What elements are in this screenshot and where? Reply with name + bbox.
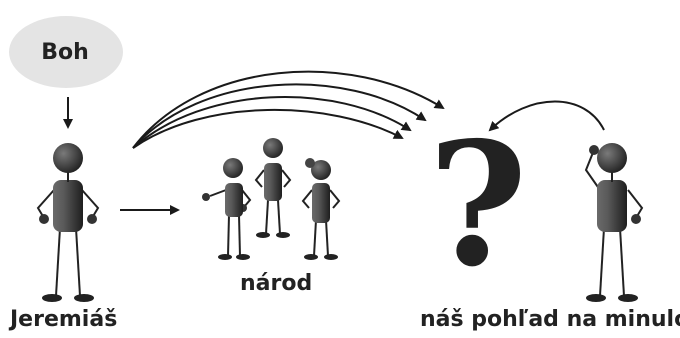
- observer-figure: [584, 143, 644, 302]
- arrow-view-to-question: [488, 100, 605, 132]
- jeremiah-label: Jeremiáš: [10, 307, 118, 332]
- question-mark: ?: [428, 105, 528, 305]
- nation-figure-middle: [254, 138, 292, 238]
- nation-figure-left: [202, 158, 252, 260]
- god-cloud: [9, 16, 123, 88]
- our-view-label: náš pohľad na minulosť: [420, 307, 680, 332]
- jeremiah-figure: [36, 143, 100, 302]
- arc-arrow-4: [132, 109, 404, 149]
- arc-arrow-2: [132, 83, 427, 149]
- arc-arrow-3: [132, 96, 412, 149]
- nation-label: národ: [240, 271, 313, 296]
- nation-figure-right: [301, 158, 341, 260]
- arc-arrow-1: [132, 70, 445, 149]
- god-label: Boh: [41, 40, 89, 65]
